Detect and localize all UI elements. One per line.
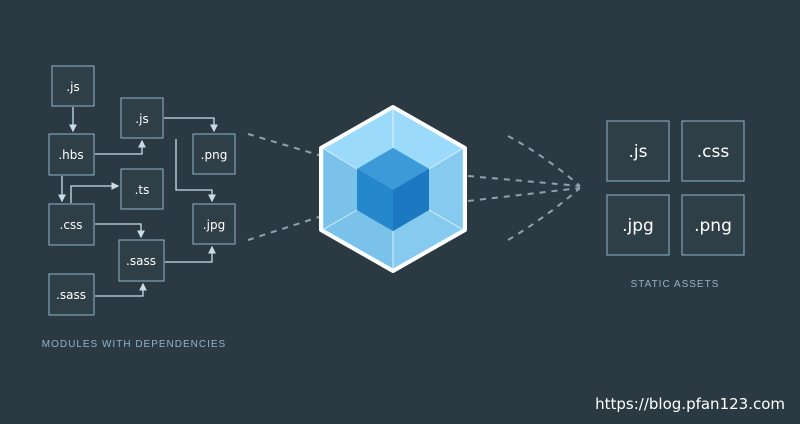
assets-caption: STATIC ASSETS xyxy=(631,279,720,290)
asset-box-js: .js xyxy=(606,120,670,182)
output-flow-line-2 xyxy=(467,187,581,202)
arrow-css-to-sass xyxy=(95,223,145,239)
input-flow-line-bottom xyxy=(247,215,323,241)
module-label: .js xyxy=(66,80,79,94)
module-box-sass: .sass xyxy=(48,273,95,316)
arrow-hbs-to-js xyxy=(95,139,146,155)
arrow-css-to-ts xyxy=(70,182,120,203)
module-box-css: .css xyxy=(48,203,95,246)
module-label: .sass xyxy=(126,254,156,268)
module-label: .js xyxy=(135,112,148,126)
module-box-js: .js xyxy=(120,97,164,139)
input-flow-lines xyxy=(247,133,323,241)
modules-caption: MODULES WITH DEPENDENCIES xyxy=(42,339,226,350)
module-label: .sass xyxy=(56,288,86,302)
module-box-ts: .ts xyxy=(120,168,164,210)
asset-box-css: .css xyxy=(681,120,745,182)
module-label: .hbs xyxy=(58,148,83,162)
webpack-cube-icon xyxy=(319,105,467,273)
output-flow-lines xyxy=(467,135,581,241)
asset-label: .js xyxy=(629,142,648,162)
output-flow-line-3 xyxy=(507,135,581,187)
module-box-hbs: .hbs xyxy=(48,133,95,176)
asset-box-jpg: .jpg xyxy=(606,194,670,256)
module-graph: .js .js .hbs .png .ts .css .jpg .sass xyxy=(48,65,236,316)
asset-label: .png xyxy=(694,216,732,236)
module-box-js: .js xyxy=(51,65,95,107)
input-flow-line-top xyxy=(247,133,323,157)
module-label: .png xyxy=(201,148,228,162)
module-box-jpg: .jpg xyxy=(192,203,236,245)
arrow-sass-to-sass xyxy=(95,282,147,297)
asset-box-png: .png xyxy=(681,194,745,256)
module-label: .ts xyxy=(135,183,150,197)
asset-label: .css xyxy=(697,142,730,162)
watermark-url: https://blog.pfan123.com xyxy=(595,395,785,413)
arrow-js-to-jpg xyxy=(175,139,216,203)
module-label: .css xyxy=(60,218,83,232)
arrow-sass-to-jpg xyxy=(165,245,216,263)
module-label: .jpg xyxy=(203,218,225,232)
asset-label: .jpg xyxy=(622,216,654,236)
output-flow-line-1 xyxy=(467,175,581,187)
dependency-arrows xyxy=(58,107,218,297)
arrow-js-to-png xyxy=(164,117,218,133)
module-box-sass: .sass xyxy=(118,239,165,282)
module-box-png: .png xyxy=(192,133,236,175)
static-assets-grid: .js .css .jpg .png xyxy=(606,120,745,256)
